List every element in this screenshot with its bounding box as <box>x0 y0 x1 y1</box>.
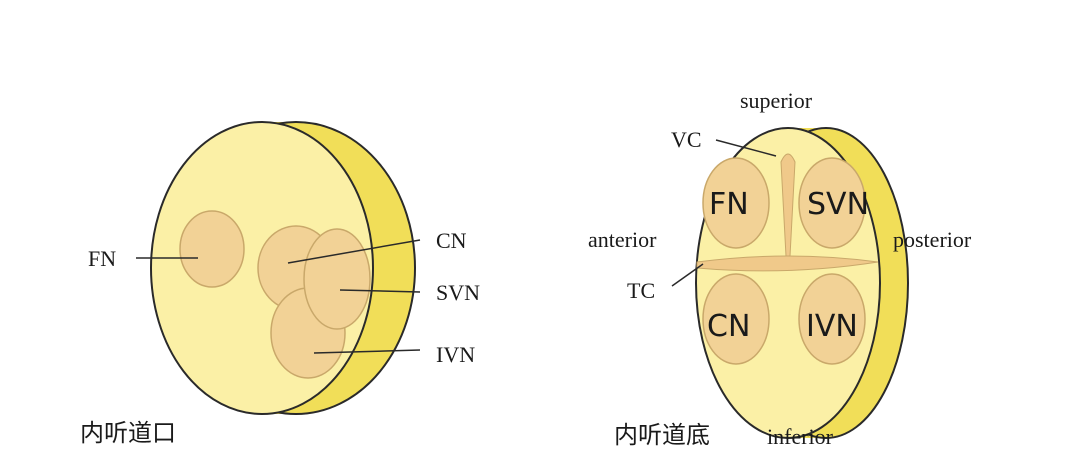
cn-quadrant <box>702 273 770 365</box>
right-caption: 内听道底 <box>614 421 710 449</box>
ivn-quadrant <box>798 273 866 365</box>
svn-quadrant-label: SVN <box>807 187 869 222</box>
svn-leader-line <box>339 289 421 293</box>
inferior-label: inferior <box>767 424 834 449</box>
left-caption: 内听道口 <box>80 419 176 447</box>
svn-bundle <box>303 228 371 330</box>
left-diagram: FN CN SVN IVN 内听道口 <box>80 121 480 447</box>
cn-label: CN <box>436 228 467 253</box>
fn-label: FN <box>88 246 116 271</box>
anterior-label: anterior <box>588 227 657 252</box>
cn-quadrant-label: CN <box>707 309 750 344</box>
fn-bundle <box>179 210 245 288</box>
ivn-leader-line <box>313 349 421 354</box>
transverse-crest <box>696 255 879 272</box>
ivn-quadrant-label: IVN <box>806 309 858 344</box>
fn-quadrant <box>702 157 770 249</box>
right-diagram: superior anterior posterior inferior VC … <box>588 88 972 449</box>
fn-quadrant-label: FN <box>709 187 749 222</box>
svn-label: SVN <box>436 280 480 305</box>
posterior-label: posterior <box>893 227 972 252</box>
tc-leader-line <box>671 263 704 287</box>
superior-label: superior <box>740 88 813 113</box>
vertical-crest <box>780 153 796 257</box>
svn-quadrant <box>798 157 866 249</box>
vc-label: VC <box>671 127 702 152</box>
tc-label: TC <box>627 278 655 303</box>
cn-leader-line <box>287 239 421 264</box>
vc-leader-line <box>715 139 777 157</box>
ivn-label: IVN <box>436 342 475 367</box>
